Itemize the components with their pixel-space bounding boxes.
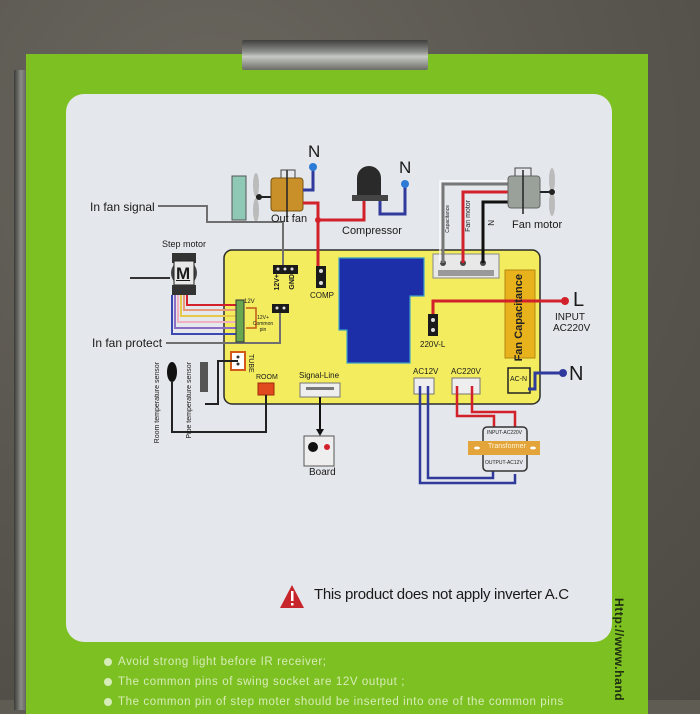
note-item: The common pin of step moter should be i… [104, 692, 604, 712]
box-tab-notch [242, 40, 428, 70]
box-side-edge [14, 70, 28, 710]
capacitance-wire-label: Capacitance [445, 205, 451, 233]
fan-motor-label: Fan motor [512, 219, 563, 231]
ac12v-label: AC12V [413, 367, 439, 376]
notes-list: Avoid strong light before IR receiver; T… [104, 652, 604, 712]
pipe-temp-sensor-label: Pipe temperature sensor [186, 362, 193, 439]
room-label: ROOM [256, 374, 278, 381]
out-fan-radiator [231, 175, 247, 221]
ac-n-label: AC-N [510, 376, 528, 383]
comp-label: COMP [310, 291, 334, 300]
out-fan-n-label: N [308, 142, 321, 161]
motor-m-glyph: M [176, 264, 191, 283]
relay-block [338, 257, 425, 364]
transformer-label: Transformer [488, 443, 526, 450]
l-terminal-label: L [573, 289, 585, 311]
n-terminal-label: N [569, 363, 584, 385]
compressor-label: Compressor [342, 225, 402, 237]
common-pin-label: 12V+ Common pin [252, 315, 274, 333]
transformer-input-label: INPUT-AC220V [487, 430, 523, 436]
input-voltage-label: AC220V [553, 323, 591, 334]
display-board [303, 435, 335, 467]
ac220v-label: AC220V [451, 367, 481, 376]
side-url-text: Http://www.hand [612, 598, 626, 702]
warning-text: This product does not apply inverter A.C [314, 586, 569, 603]
gnd-label: GND [289, 274, 296, 290]
tube-label: TUBE [247, 354, 254, 373]
fan-capacitance-block [504, 269, 536, 359]
step-motor-label: Step motor [162, 239, 207, 249]
compressor-shape [357, 166, 381, 195]
fan-motor-wire-label: Fan motor [465, 200, 472, 232]
compressor-n-label: N [399, 158, 412, 177]
room-temp-sensor-label: Room temperature sensor [154, 362, 161, 444]
in-fan-protect-label: In fan protect [92, 336, 163, 350]
board-label: Board [309, 467, 336, 478]
fan-capacitance-label: Fan Capacitance [513, 274, 525, 362]
out-fan-label: Out fan [271, 213, 308, 225]
v12-plus-label: 12V+ [274, 274, 281, 291]
in-fan-signal-label: In fan signal [90, 200, 155, 214]
signal-line-label: Signal-Line [299, 371, 340, 380]
transformer-output-label: OUTPUT-AC12V [485, 460, 523, 466]
bullet-icon [104, 658, 112, 666]
note-item: The common pins of swing socket are 12V … [104, 672, 604, 692]
v220-l-label: 220V-L [420, 340, 446, 349]
bullet-icon [104, 698, 112, 706]
warning-notice: This product does not apply inverter A.C [276, 586, 569, 603]
input-label: INPUT [555, 312, 585, 323]
n-wire-label: N [487, 220, 496, 226]
bullet-icon [104, 678, 112, 686]
swing-12v-label: 12V [244, 299, 255, 305]
note-item: Avoid strong light before IR receiver; [104, 652, 604, 672]
